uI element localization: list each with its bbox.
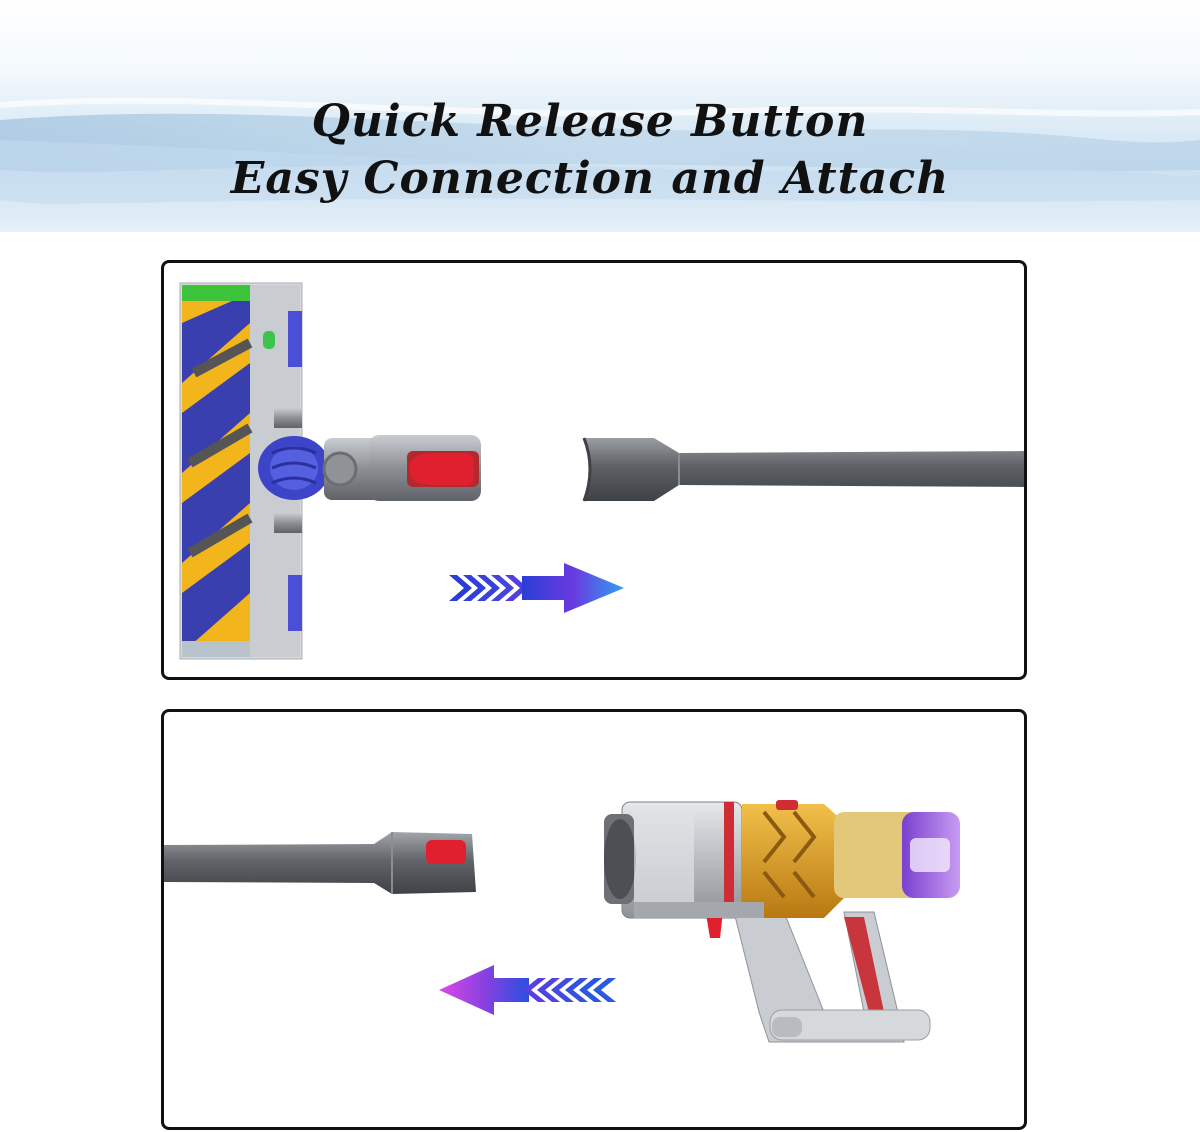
- vacuum-icon: [604, 800, 960, 1043]
- header-banner: Quick Release Button Easy Connection and…: [0, 0, 1200, 232]
- arrow-left-icon: [439, 965, 616, 1015]
- brush-to-wand-illustration: [179, 282, 1024, 660]
- wand-to-vacuum-illustration: [164, 800, 960, 1043]
- wave-background: [0, 97, 1200, 204]
- connection-panel-brush: [161, 260, 1027, 680]
- connection-panel-vacuum: [161, 709, 1027, 1130]
- banner-title-line-1: Quick Release Button: [311, 96, 869, 147]
- brush-head-icon: [179, 282, 481, 660]
- banner-title-line-2: Easy Connection and Attach: [230, 153, 950, 204]
- wand-icon: [164, 832, 476, 894]
- arrow-right-icon: [449, 563, 624, 613]
- wand-icon: [582, 437, 1024, 502]
